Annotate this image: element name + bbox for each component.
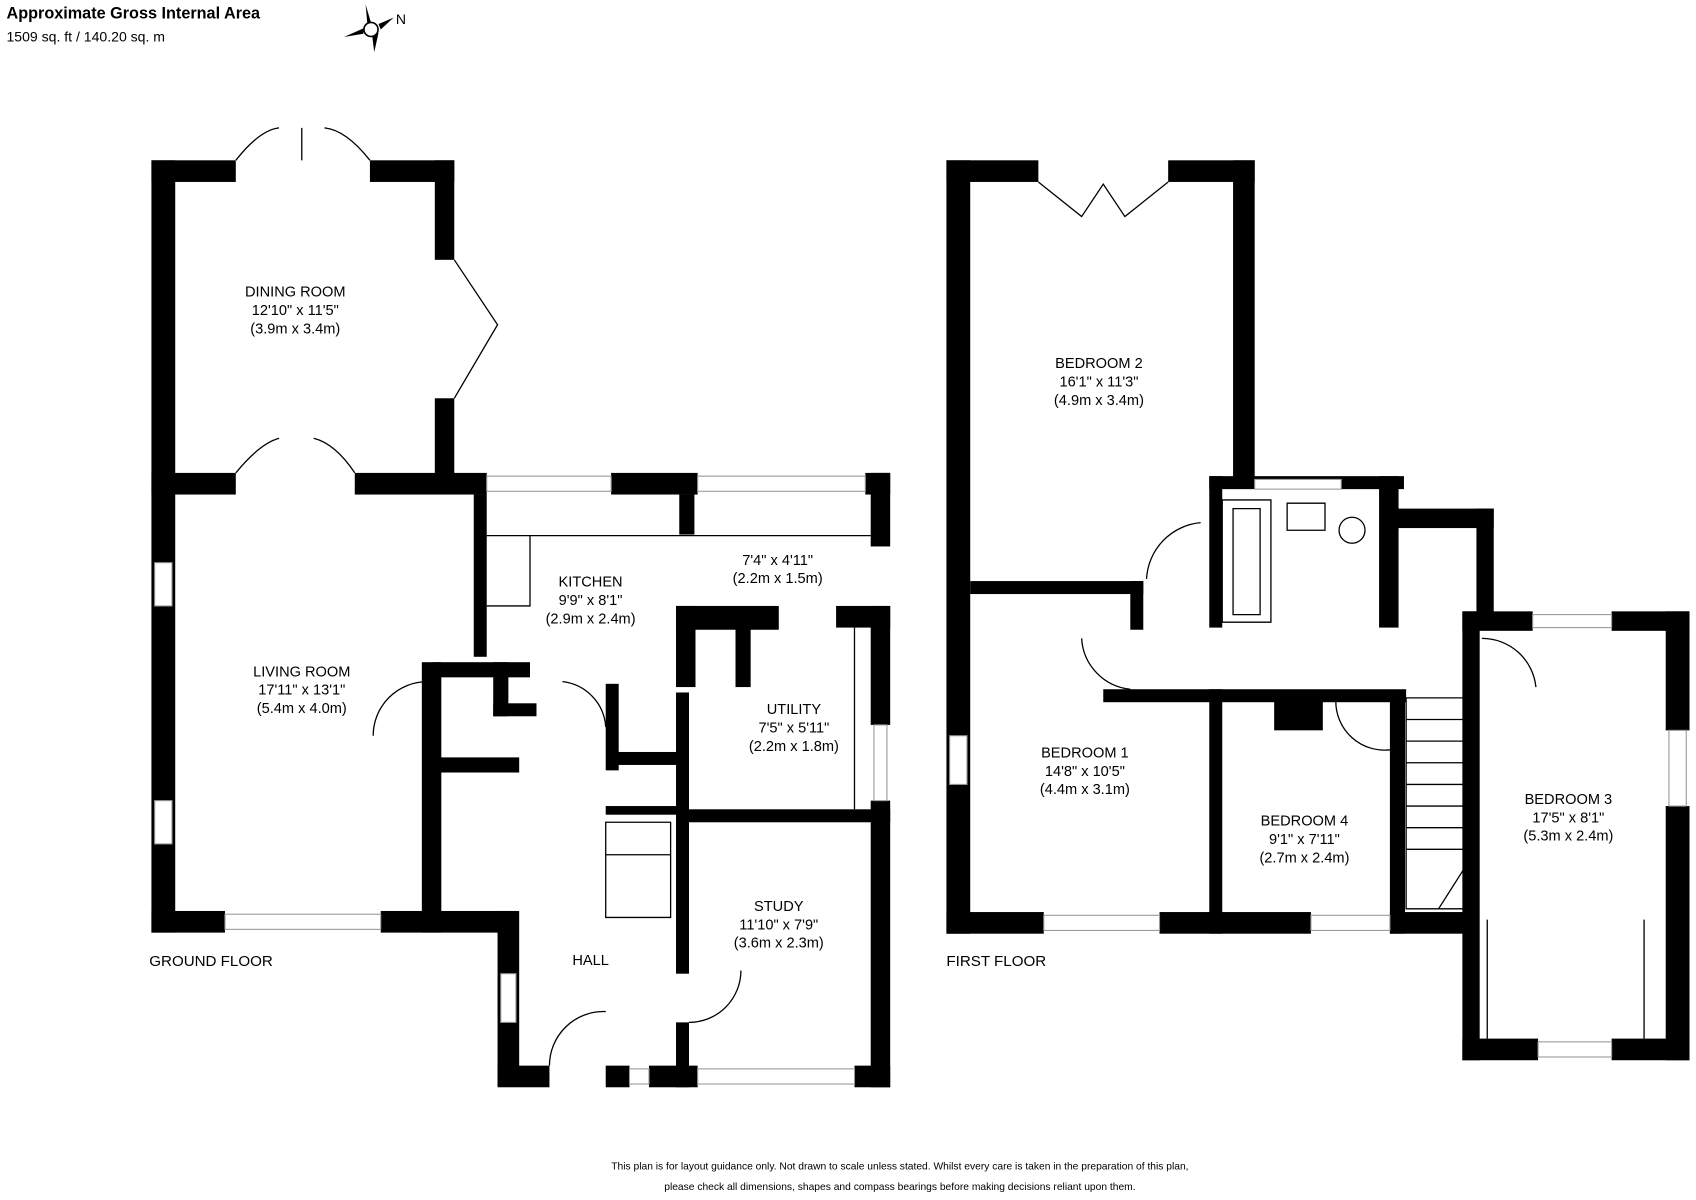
room-name: STUDY (754, 899, 804, 915)
room-kitchen-annex: 7'4" x 4'11" (2.2m x 1.5m) (733, 553, 823, 587)
room-bedroom-2: BEDROOM 2 16'1" x 11'3" (4.9m x 3.4m) (1054, 356, 1144, 409)
room-size-metric: (3.6m x 2.3m) (734, 936, 824, 952)
room-kitchen: KITCHEN 9'9" x 8'1" (2.9m x 2.4m) (546, 574, 636, 627)
compass-north-label: N (396, 11, 406, 27)
room-bedroom-1: BEDROOM 1 14'8" x 10'5" (4.4m x 3.1m) (1040, 745, 1130, 798)
disclaimer-line-1: This plan is for layout guidance only. N… (611, 1161, 1188, 1172)
room-size-metric: (5.4m x 4.0m) (257, 701, 347, 717)
plan-title: Approximate Gross Internal Area (6, 5, 261, 23)
room-name: BEDROOM 3 (1525, 792, 1613, 808)
disclaimer-line-2: please check all dimensions, shapes and … (664, 1182, 1135, 1193)
room-size-metric: (4.9m x 3.4m) (1054, 393, 1144, 409)
room-name: KITCHEN (559, 574, 623, 590)
room-size-metric: (2.7m x 2.4m) (1259, 850, 1349, 866)
room-size-metric: (2.2m x 1.5m) (733, 571, 823, 587)
room-utility: UTILITY 7'5" x 5'11" (2.2m x 1.8m) (749, 702, 839, 755)
room-size-imperial: 16'1" x 11'3" (1059, 374, 1138, 390)
ground-floor-windows (154, 127, 888, 1085)
gross-area: 1509 sq. ft / 140.20 sq. m (6, 28, 165, 44)
room-dining-room: DINING ROOM 12'10" x 11'5" (3.9m x 3.4m) (245, 285, 346, 338)
first-floor-walls (946, 160, 1690, 1061)
compass-icon: N (343, 4, 406, 53)
room-size-metric: (4.4m x 3.1m) (1040, 782, 1130, 798)
room-name: BEDROOM 2 (1055, 356, 1143, 372)
ground-floor-label: GROUND FLOOR (149, 953, 273, 970)
room-size-imperial: 17'11" x 13'1" (258, 683, 345, 699)
first-floor-windows (949, 181, 1687, 1058)
room-name: DINING ROOM (245, 285, 346, 301)
room-size-metric: (5.3m x 2.4m) (1523, 829, 1613, 845)
room-size-metric: (2.2m x 1.8m) (749, 739, 839, 755)
room-size-metric: (2.9m x 2.4m) (546, 611, 636, 627)
room-size-imperial: 14'8" x 10'5" (1045, 764, 1125, 780)
room-hall: HALL (572, 953, 609, 969)
room-name: BEDROOM 4 (1261, 814, 1349, 830)
room-size-imperial: 17'5" x 8'1" (1532, 810, 1604, 826)
room-size-imperial: 7'4" x 4'11" (742, 553, 813, 569)
room-name: UTILITY (767, 702, 822, 718)
room-name: LIVING ROOM (253, 664, 350, 680)
room-size-imperial: 9'9" x 8'1" (559, 593, 623, 609)
ground-floor-walls (151, 160, 891, 1088)
room-living-room: LIVING ROOM 17'11" x 13'1" (5.4m x 4.0m) (253, 664, 350, 717)
first-floor-label: FIRST FLOOR (946, 953, 1046, 970)
room-size-imperial: 12'10" x 11'5" (252, 303, 339, 319)
room-bedroom-4: BEDROOM 4 9'1" x 7'11" (2.7m x 2.4m) (1259, 814, 1349, 867)
room-size-metric: (3.9m x 3.4m) (250, 321, 340, 337)
room-size-imperial: 7'5" x 5'11" (758, 721, 829, 737)
room-bedroom-3: BEDROOM 3 17'5" x 8'1" (5.3m x 2.4m) (1523, 792, 1613, 845)
room-study: STUDY 11'10" x 7'9" (3.6m x 2.3m) (734, 899, 824, 952)
room-size-imperial: 9'1" x 7'11" (1269, 832, 1340, 848)
room-size-imperial: 11'10" x 7'9" (739, 917, 818, 933)
room-name: BEDROOM 1 (1041, 745, 1129, 761)
